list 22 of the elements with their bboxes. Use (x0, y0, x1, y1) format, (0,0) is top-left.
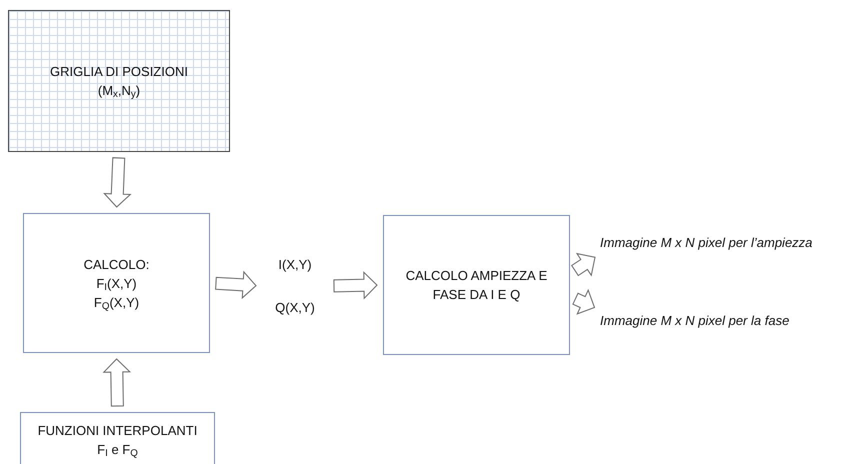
signal-label: I(X,Y) (278, 256, 312, 274)
output-label: Immagine M x N pixel per la fase (600, 312, 790, 330)
box-label: F$_{I}$ e F$_{Q}$ (97, 441, 138, 459)
block-arrow (571, 252, 596, 277)
box-label: CALCOLO: (84, 256, 150, 274)
box-label: F$_{I}$(X,Y) (96, 274, 137, 292)
block-arrow (103, 157, 132, 208)
grid-box (8, 10, 230, 152)
process-box (383, 215, 570, 355)
box-label: FUNZIONI INTERPOLANTI (38, 422, 198, 440)
block-arrow (333, 271, 378, 300)
box-label: (M$_{x}$,N$_{y}$) (98, 82, 140, 100)
process-box (20, 412, 215, 464)
signal-label: Q(X,Y) (275, 299, 315, 317)
box-label: GRIGLIA DI POSIZIONI (50, 63, 188, 81)
block-arrow (572, 288, 596, 315)
box-label: F$_{Q}$(X,Y) (94, 294, 140, 312)
output-label: Immagine M x N pixel per l’ampiezza (600, 234, 812, 252)
box-label: CALCOLO AMPIEZZA E FASE DA I E Q (404, 267, 548, 304)
block-arrow (102, 358, 132, 407)
block-arrow (215, 270, 257, 300)
process-box (23, 213, 210, 353)
